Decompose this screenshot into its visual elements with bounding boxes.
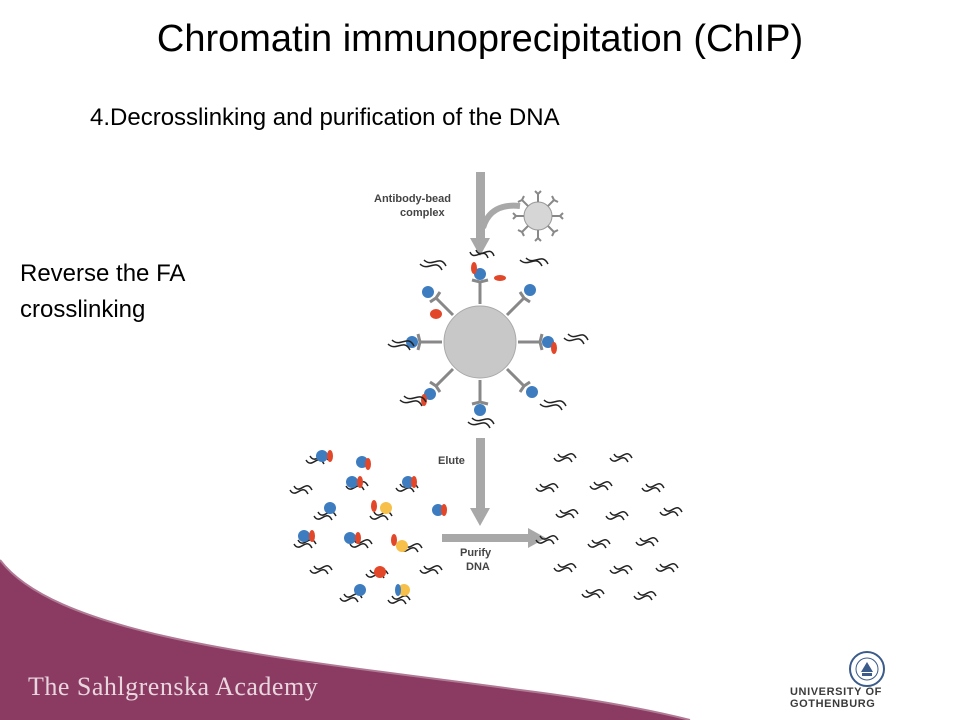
university-wordmark: UNIVERSITY OF GOTHENBURG <box>790 686 882 710</box>
side-note: Reverse the FA crosslinking <box>20 256 185 328</box>
step-heading: 4.Decrosslinking and purification of the… <box>90 104 560 131</box>
side-note-line-1: Reverse the FA <box>20 260 186 287</box>
elute-arrow <box>470 438 490 526</box>
side-note-line-2: crosslinking <box>20 296 146 323</box>
purified-dna <box>535 452 683 601</box>
label-elute: Elute <box>438 455 465 467</box>
eluted-proteins <box>298 450 447 596</box>
academy-wordmark: The Sahlgrenska Academy <box>28 672 319 701</box>
small-bead-icon <box>512 190 564 242</box>
eluted-chromatin <box>289 454 443 605</box>
label-purify: Purify <box>460 547 492 559</box>
label-antibody-bead: Antibody-bead <box>374 193 451 205</box>
slide-title: Chromatin immunoprecipitation (ChIP) <box>156 18 804 60</box>
university-seal-icon <box>849 651 885 687</box>
chip-diagram: Antibody-bead complex <box>289 172 683 605</box>
bead-complex <box>387 249 589 429</box>
label-dna: DNA <box>466 561 490 573</box>
purify-arrow <box>442 528 546 548</box>
label-complex: complex <box>400 207 446 219</box>
antibody-bead-arrow <box>470 172 521 256</box>
